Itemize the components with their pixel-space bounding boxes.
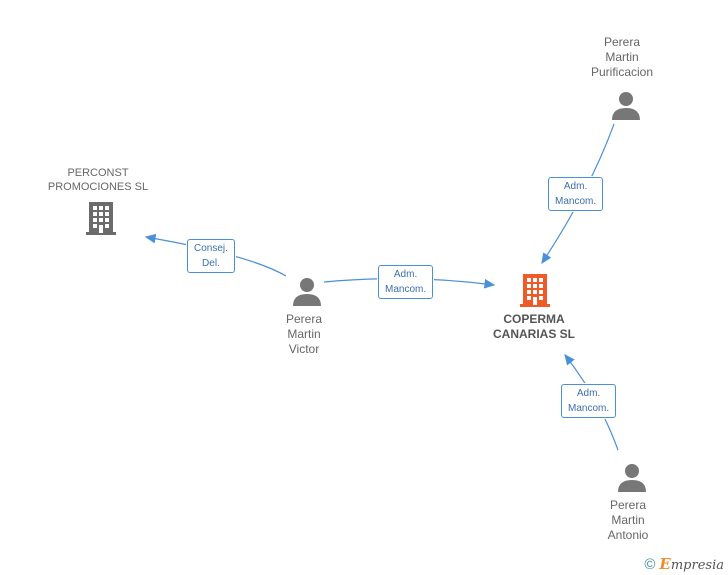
logo-text: mpresia	[670, 558, 724, 573]
person-icon[interactable]	[611, 91, 641, 121]
company-name-line: PROMOCIONES SL	[47, 181, 149, 193]
logo-initial: E	[659, 555, 671, 573]
company-label-coperma[interactable]: COPERMA CANARIAS SL	[474, 312, 594, 342]
edge-label-line: Adm.	[563, 181, 588, 192]
person-name-line: Perera	[609, 498, 647, 512]
empresia-watermark: © Empresia	[644, 555, 724, 573]
edge-label-adm-mancom[interactable]: Adm. Mancom.	[561, 384, 617, 418]
person-icon[interactable]	[617, 463, 647, 493]
person-label-antonio[interactable]: Perera Martin Antonio	[578, 498, 678, 543]
company-label-perconst[interactable]: PERCONST PROMOCIONES SL	[38, 166, 158, 194]
building-icon-main[interactable]	[519, 273, 551, 307]
company-name-line: COPERMA	[503, 312, 565, 326]
person-name-line: Victor	[288, 342, 320, 356]
person-name-line: Martin	[611, 513, 645, 527]
edge-label-line: Mancom.	[555, 196, 597, 207]
edge-label-line: Mancom.	[385, 284, 427, 295]
person-name-line: Purificacion	[590, 65, 654, 79]
empresia-logo: Empresia	[659, 555, 724, 573]
person-label-purificacion[interactable]: Perera Martin Purificacion	[572, 35, 672, 80]
person-name-line: Martin	[605, 50, 639, 64]
person-label-victor[interactable]: Perera Martin Victor	[254, 312, 354, 357]
person-name-line: Antonio	[607, 528, 649, 542]
person-icon[interactable]	[292, 277, 322, 307]
edge-label-line: Mancom.	[568, 403, 610, 414]
person-name-line: Martin	[287, 327, 321, 341]
edge-label-line: Adm.	[576, 388, 601, 399]
copyright-icon: ©	[644, 555, 656, 573]
edge-label-line: Del.	[202, 258, 220, 269]
company-name-line: CANARIAS SL	[492, 327, 575, 341]
edge-label-line: Adm.	[393, 269, 418, 280]
edge-label-adm-mancom[interactable]: Adm. Mancom.	[548, 177, 604, 211]
building-icon[interactable]	[85, 201, 117, 235]
edge-label-consej-del[interactable]: Consej. Del.	[187, 239, 235, 273]
person-name-line: Perera	[285, 312, 323, 326]
company-name-line: PERCONST	[67, 167, 129, 179]
person-name-line: Perera	[603, 35, 641, 49]
edge-label-adm-mancom[interactable]: Adm. Mancom.	[378, 265, 434, 299]
edge-label-line: Consej.	[194, 243, 228, 254]
